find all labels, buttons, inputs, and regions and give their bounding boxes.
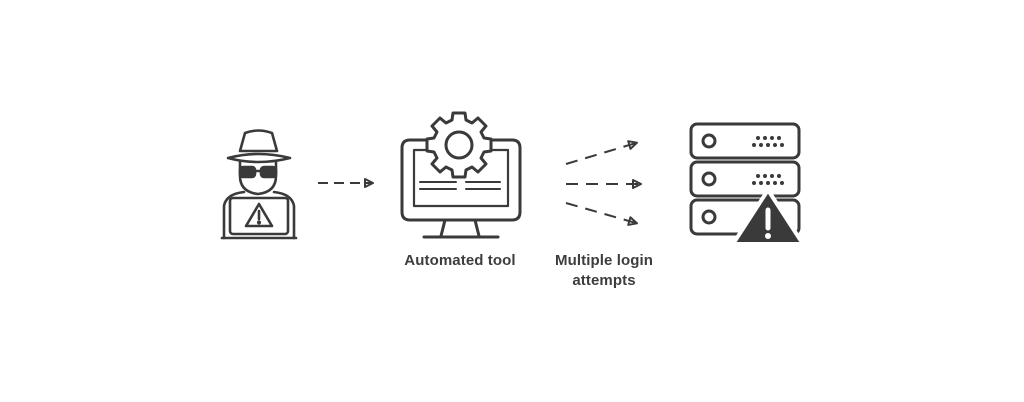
monitor-gear-icon [400, 111, 522, 239]
arrow-down [565, 202, 638, 226]
login-attempt-arrows [565, 140, 642, 226]
arrow-up [565, 140, 638, 165]
caption-multiple-login-attempts: Multiple login attempts [554, 252, 654, 289]
server-icon [689, 122, 801, 236]
hacker-icon [220, 129, 298, 240]
caption-automated-tool: Automated tool [404, 252, 516, 269]
warning-icon [731, 188, 805, 246]
